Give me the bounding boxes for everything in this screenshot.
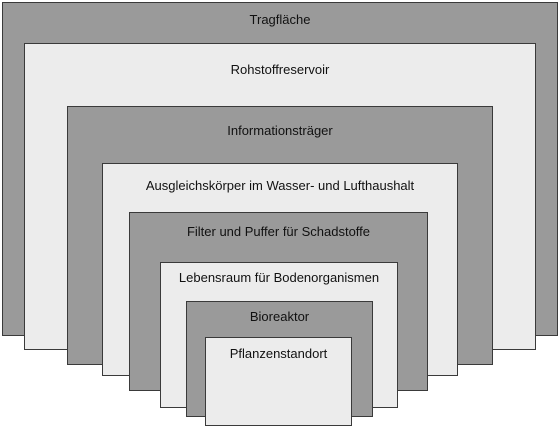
layer-label-bioreaktor: Bioreaktor — [249, 309, 310, 324]
layer-label-rohstoffreservoir: Rohstoffreservoir — [230, 62, 330, 77]
layer-label-ausgleichskoerper: Ausgleichskörper im Wasser- und Lufthaus… — [145, 178, 415, 193]
layer-label-lebensraum: Lebensraum für Bodenorganismen — [178, 270, 380, 285]
layer-label-tragflaeche: Tragfläche — [249, 12, 311, 27]
layer-label-informationstraeger: Informationsträger — [227, 123, 333, 138]
layer-pflanzenstandort: Pflanzenstandort — [205, 337, 352, 426]
layer-label-filter-puffer: Filter und Puffer für Schadstoffe — [186, 224, 371, 239]
layer-label-pflanzenstandort: Pflanzenstandort — [229, 346, 328, 361]
